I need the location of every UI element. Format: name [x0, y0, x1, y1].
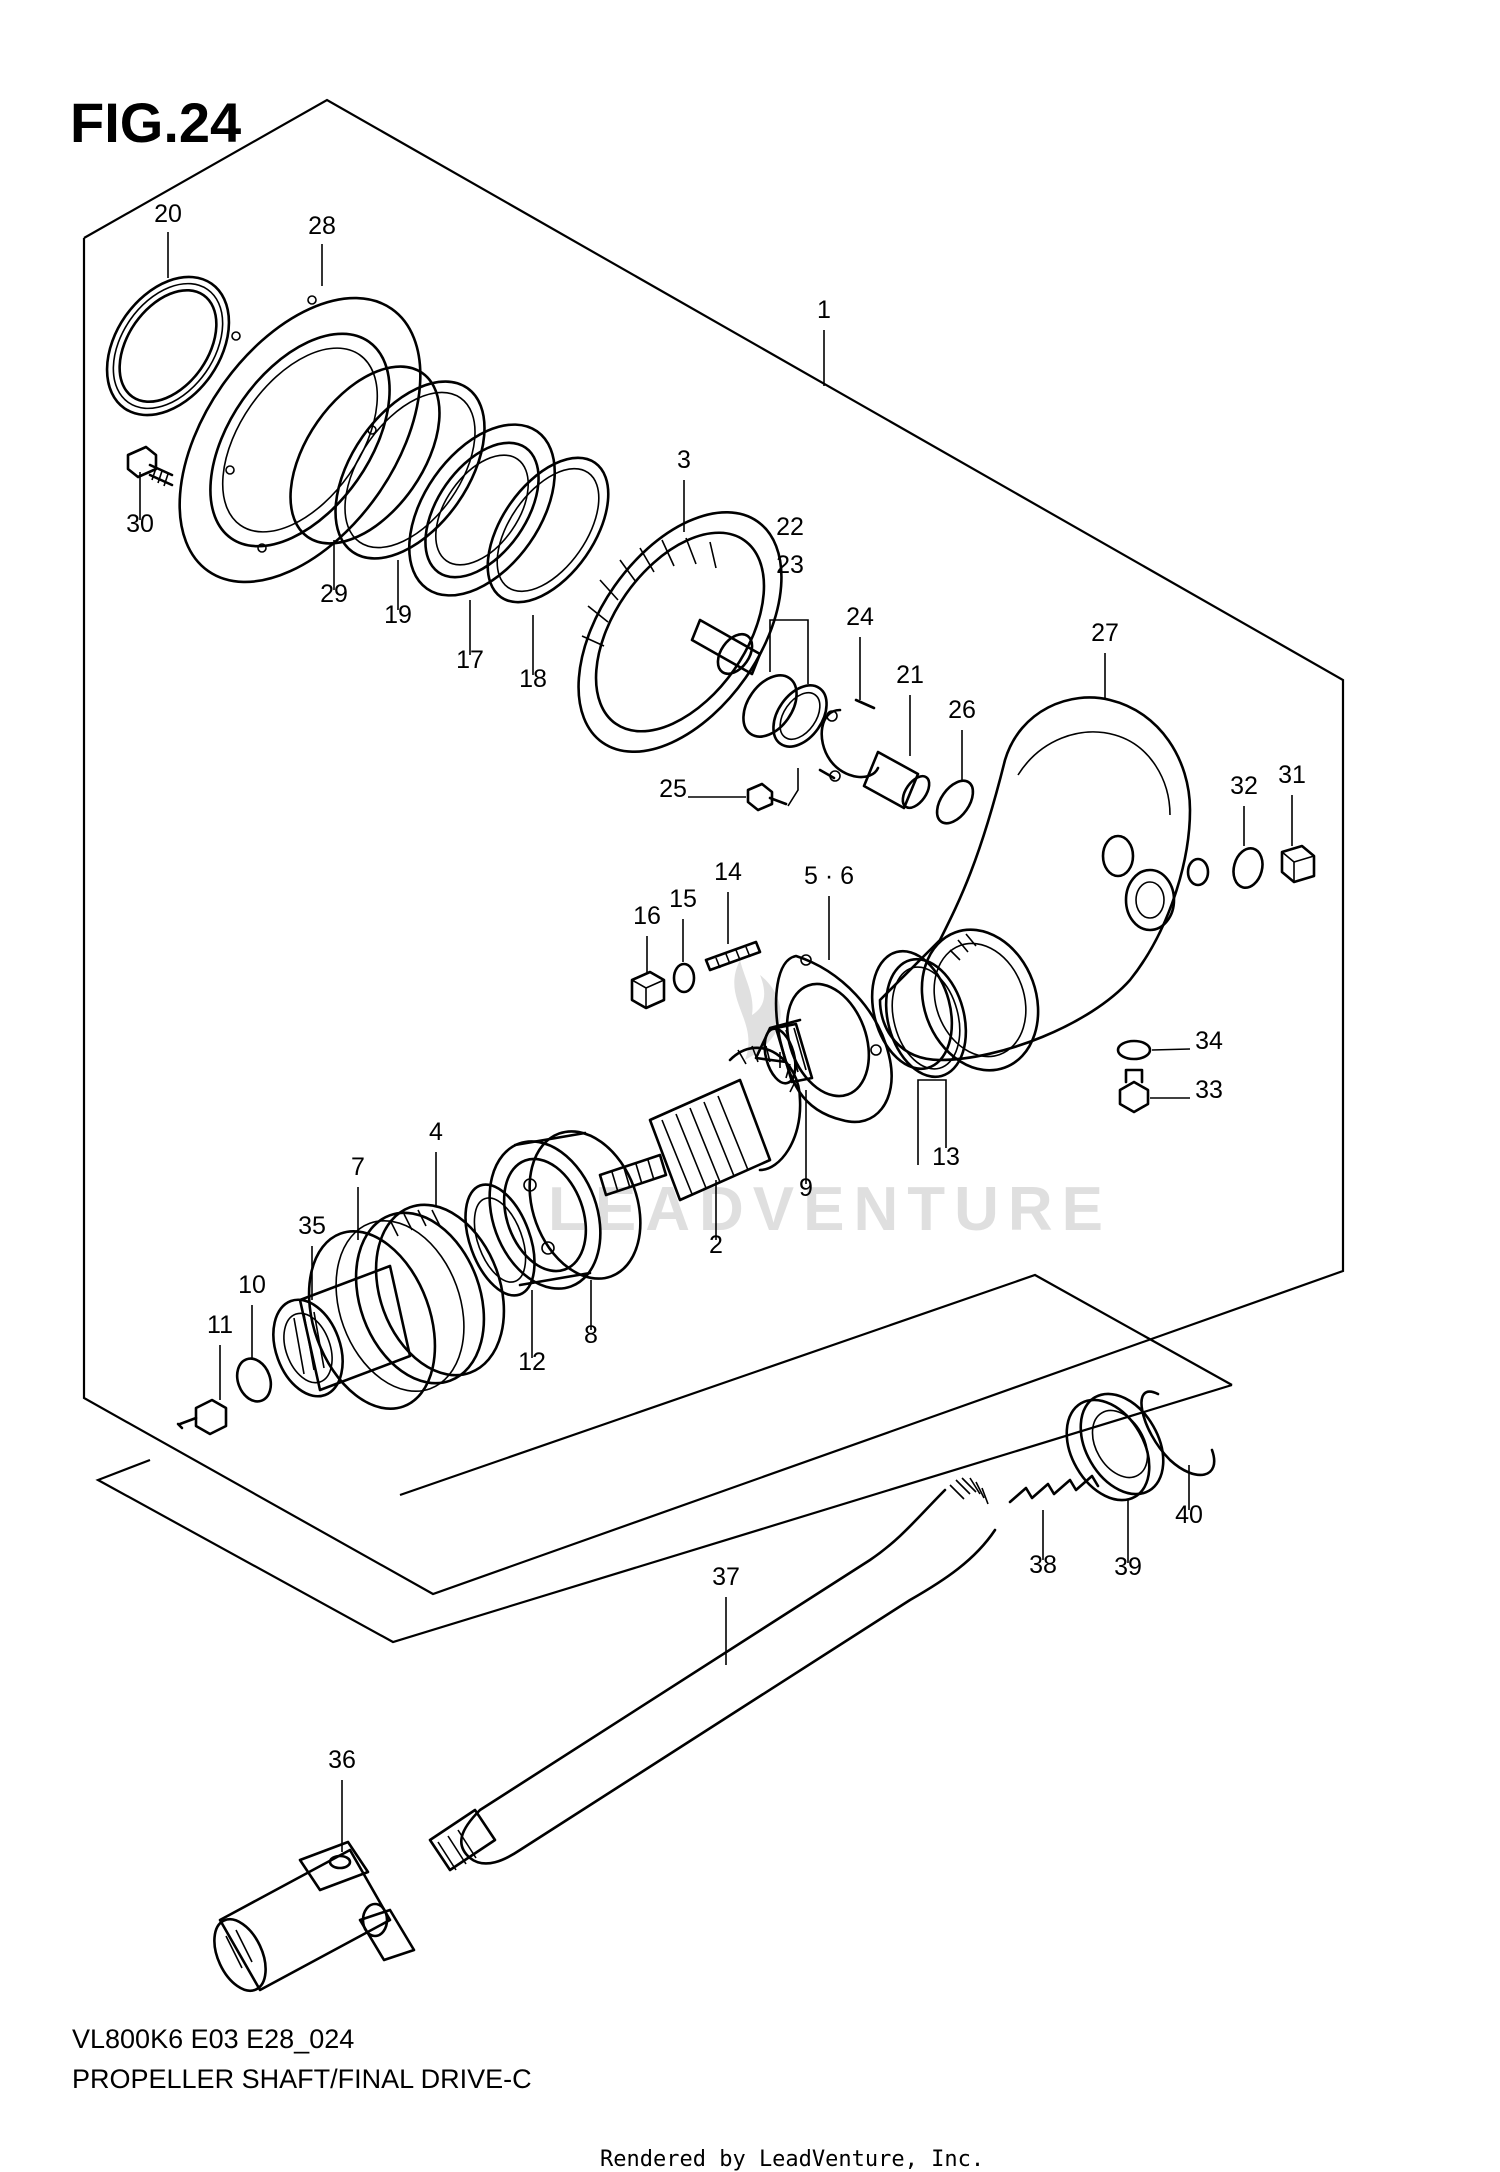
bearing-housing-part-4 [335, 1203, 506, 1393]
callout-c17: 17 [456, 646, 484, 674]
callout-c39: 39 [1114, 1553, 1142, 1581]
callout-c30: 30 [126, 510, 154, 538]
watermark: LEADVENTURE [548, 960, 1103, 1244]
figure-title: FIG.24 [70, 91, 241, 154]
callout-c27: 27 [1091, 619, 1119, 647]
callout-c3: 3 [677, 446, 691, 474]
retainer-part-24 [818, 698, 880, 782]
o-ring-part-29 [289, 365, 441, 545]
callout-c12: 12 [518, 1348, 546, 1376]
final-drive-case-part-27 [878, 696, 1210, 1072]
callout-c18: 18 [519, 665, 547, 693]
spring-part-38 [1008, 1474, 1100, 1504]
callout-c31: 31 [1278, 761, 1306, 789]
callout-c14: 14 [714, 858, 742, 886]
coupling-part-35 [272, 1264, 412, 1398]
callout-c19: 19 [384, 601, 412, 629]
callout-c16: 16 [633, 902, 661, 930]
shim-part-19 [334, 380, 486, 560]
assembly-frame [82, 98, 1345, 1644]
callout-c37: 37 [712, 1563, 740, 1591]
callout-c23: 23 [776, 551, 804, 579]
drive-pinion-part-2 [598, 1045, 802, 1202]
callout-c2: 2 [709, 1231, 723, 1259]
oil-seal-part-39 [1065, 1392, 1165, 1502]
leader-lines [139, 232, 1293, 1852]
plug-part-33 [1118, 1068, 1150, 1114]
stud-part-14 [704, 940, 762, 972]
callout-c36: 36 [328, 1746, 356, 1774]
needle-bearing-part-21 [862, 750, 931, 810]
spacer-part-12 [464, 1183, 536, 1297]
callout-c8: 8 [584, 1321, 598, 1349]
figure-caption: PROPELLER SHAFT/FINAL DRIVE-C [72, 2064, 532, 2094]
callout-c9: 9 [799, 1174, 813, 1202]
callout-c13: 13 [932, 1143, 960, 1171]
universal-joint-part-36 [213, 1840, 416, 1992]
oil-seal-part-20 [105, 275, 231, 417]
nut-part-16 [630, 970, 666, 1010]
circlip-part-40 [1140, 1390, 1216, 1477]
callout-c34: 34 [1195, 1027, 1223, 1055]
callout-c21: 21 [896, 661, 924, 689]
callout-c11: 11 [207, 1311, 233, 1339]
propeller-shaft-part-37 [428, 1477, 997, 1872]
callout-c7: 7 [351, 1153, 365, 1181]
callout-c4: 4 [429, 1118, 443, 1146]
ring-part-18 [486, 456, 610, 604]
callout-c20: 20 [154, 200, 182, 228]
o-ring-part-7 [307, 1230, 437, 1410]
shim-part-13 [870, 949, 968, 1079]
callout-c28: 28 [308, 212, 336, 240]
callout-c32: 32 [1230, 772, 1258, 800]
washer-part-26 [935, 779, 975, 825]
bolt-part-30 [126, 445, 174, 487]
bolt-part-25 [746, 768, 799, 812]
callout-c10: 10 [238, 1271, 266, 1299]
nut-part-11 [176, 1398, 228, 1436]
callout-c29: 29 [320, 580, 348, 608]
washer-part-10 [235, 1357, 273, 1403]
callout-c35: 35 [298, 1212, 326, 1240]
callout-c1: 1 [817, 296, 831, 324]
washer-part-15 [672, 962, 696, 994]
callout-c22: 22 [776, 513, 804, 541]
bearing-case-part-28 [178, 295, 422, 584]
model-code: VL800K6 E03 E28_024 [72, 2024, 354, 2054]
render-credit: Rendered by LeadVenture, Inc. [600, 2147, 984, 2172]
callout-c15: 15 [669, 885, 697, 913]
gasket-part-32 [1232, 847, 1264, 889]
gasket-part-34 [1116, 1039, 1152, 1061]
bearing-cover-part-5-6 [754, 954, 893, 1124]
callout-c38: 38 [1029, 1551, 1057, 1579]
callout-c25: 25 [659, 775, 687, 803]
drain-plug-part-31 [1280, 844, 1316, 884]
bearing-part-17 [407, 423, 557, 597]
shim-part-23 [772, 684, 828, 748]
callout-c26: 26 [948, 696, 976, 724]
callout-c33: 33 [1195, 1076, 1223, 1104]
shim-part-22 [742, 674, 798, 738]
callout-c24: 24 [846, 603, 874, 631]
callout-c40: 40 [1175, 1501, 1203, 1529]
ring-gear-part-3 [577, 510, 783, 754]
callout-c5: 5 · 6 [804, 862, 854, 890]
